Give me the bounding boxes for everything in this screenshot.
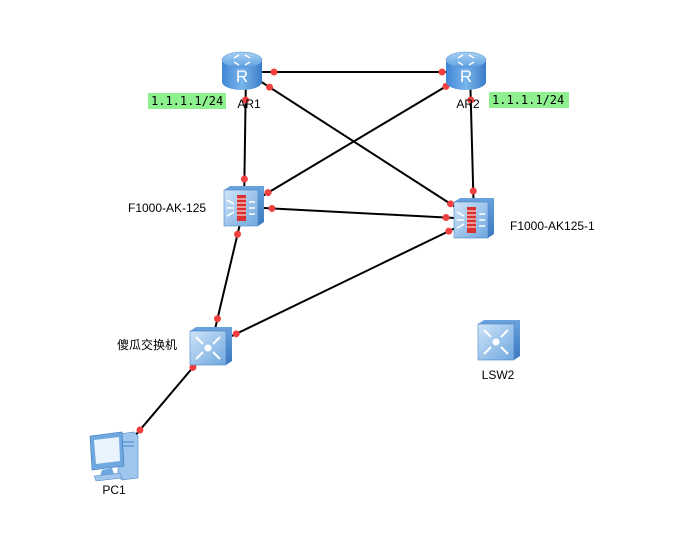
link-ar1-fw1[interactable]: [243, 71, 247, 208]
pc-icon: [89, 431, 139, 482]
firewall-icon: [223, 186, 264, 227]
port-dot-ar2: [467, 96, 475, 104]
links-layer: [117, 71, 475, 457]
link-ar1-fw2[interactable]: [245, 71, 475, 220]
device-label: AR1: [237, 97, 261, 111]
device-label: AR2: [456, 97, 480, 111]
port-dots-layer: [136, 68, 477, 434]
switch-lsw2[interactable]: LSW2: [477, 320, 520, 382]
link-fw1-sw1[interactable]: [210, 206, 245, 347]
switch-sw1[interactable]: 傻瓜交换机: [117, 327, 232, 366]
port-dot-fw2: [469, 187, 477, 195]
port-dot-pc1: [136, 426, 144, 434]
ip-annotation-ar1[interactable]: 1.1.1.1/24: [148, 93, 226, 109]
router-ar1[interactable]: R AR1: [221, 51, 263, 111]
port-dot-fw1: [268, 204, 276, 212]
link-fw1-fw2[interactable]: [243, 206, 475, 220]
port-dot-fw1: [264, 189, 272, 197]
port-dot-fw1: [234, 230, 242, 238]
port-dot-fw2: [445, 227, 453, 235]
router-ar2[interactable]: R AR2: [445, 51, 487, 111]
link-ar2-fw1[interactable]: [243, 71, 471, 208]
firewall-icon: [453, 198, 494, 239]
router-icon: R: [221, 51, 263, 90]
device-label: 傻瓜交换机: [117, 337, 177, 352]
device-label: PC1: [102, 483, 126, 497]
port-dot-sw1: [189, 363, 197, 371]
device-label: F1000-AK-125: [128, 201, 206, 215]
link-fw2-sw1[interactable]: [210, 218, 475, 347]
svg-text:R: R: [460, 67, 472, 86]
port-dot-fw1: [240, 175, 248, 183]
device-label: LSW2: [482, 368, 515, 382]
port-dot-fw2: [446, 200, 454, 208]
port-dot-ar1: [242, 96, 250, 104]
ip-annotation-text: 1.1.1.1/24: [151, 94, 223, 108]
port-dot-ar1: [270, 68, 278, 76]
router-icon: R: [445, 51, 487, 90]
port-dot-ar2: [438, 68, 446, 76]
svg-text:R: R: [236, 67, 248, 86]
port-dot-ar1: [266, 83, 274, 91]
switch-icon: [189, 327, 232, 366]
port-dot-sw1: [232, 330, 240, 338]
firewall-f1000-ak-125[interactable]: F1000-AK-125: [128, 186, 264, 227]
link-ar2-fw2[interactable]: [469, 71, 475, 220]
firewall-f1000-ak125-1[interactable]: F1000-AK125-1: [453, 198, 595, 239]
port-dot-sw1: [213, 315, 221, 323]
ip-annotation-ar2[interactable]: 1.1.1.1/24: [489, 92, 569, 108]
pc-pc1[interactable]: PC1: [89, 431, 139, 497]
device-label: F1000-AK125-1: [510, 219, 595, 233]
switch-icon: [477, 320, 520, 361]
ip-annotation-text: 1.1.1.1/24: [492, 93, 564, 107]
port-dot-fw2: [442, 214, 450, 222]
